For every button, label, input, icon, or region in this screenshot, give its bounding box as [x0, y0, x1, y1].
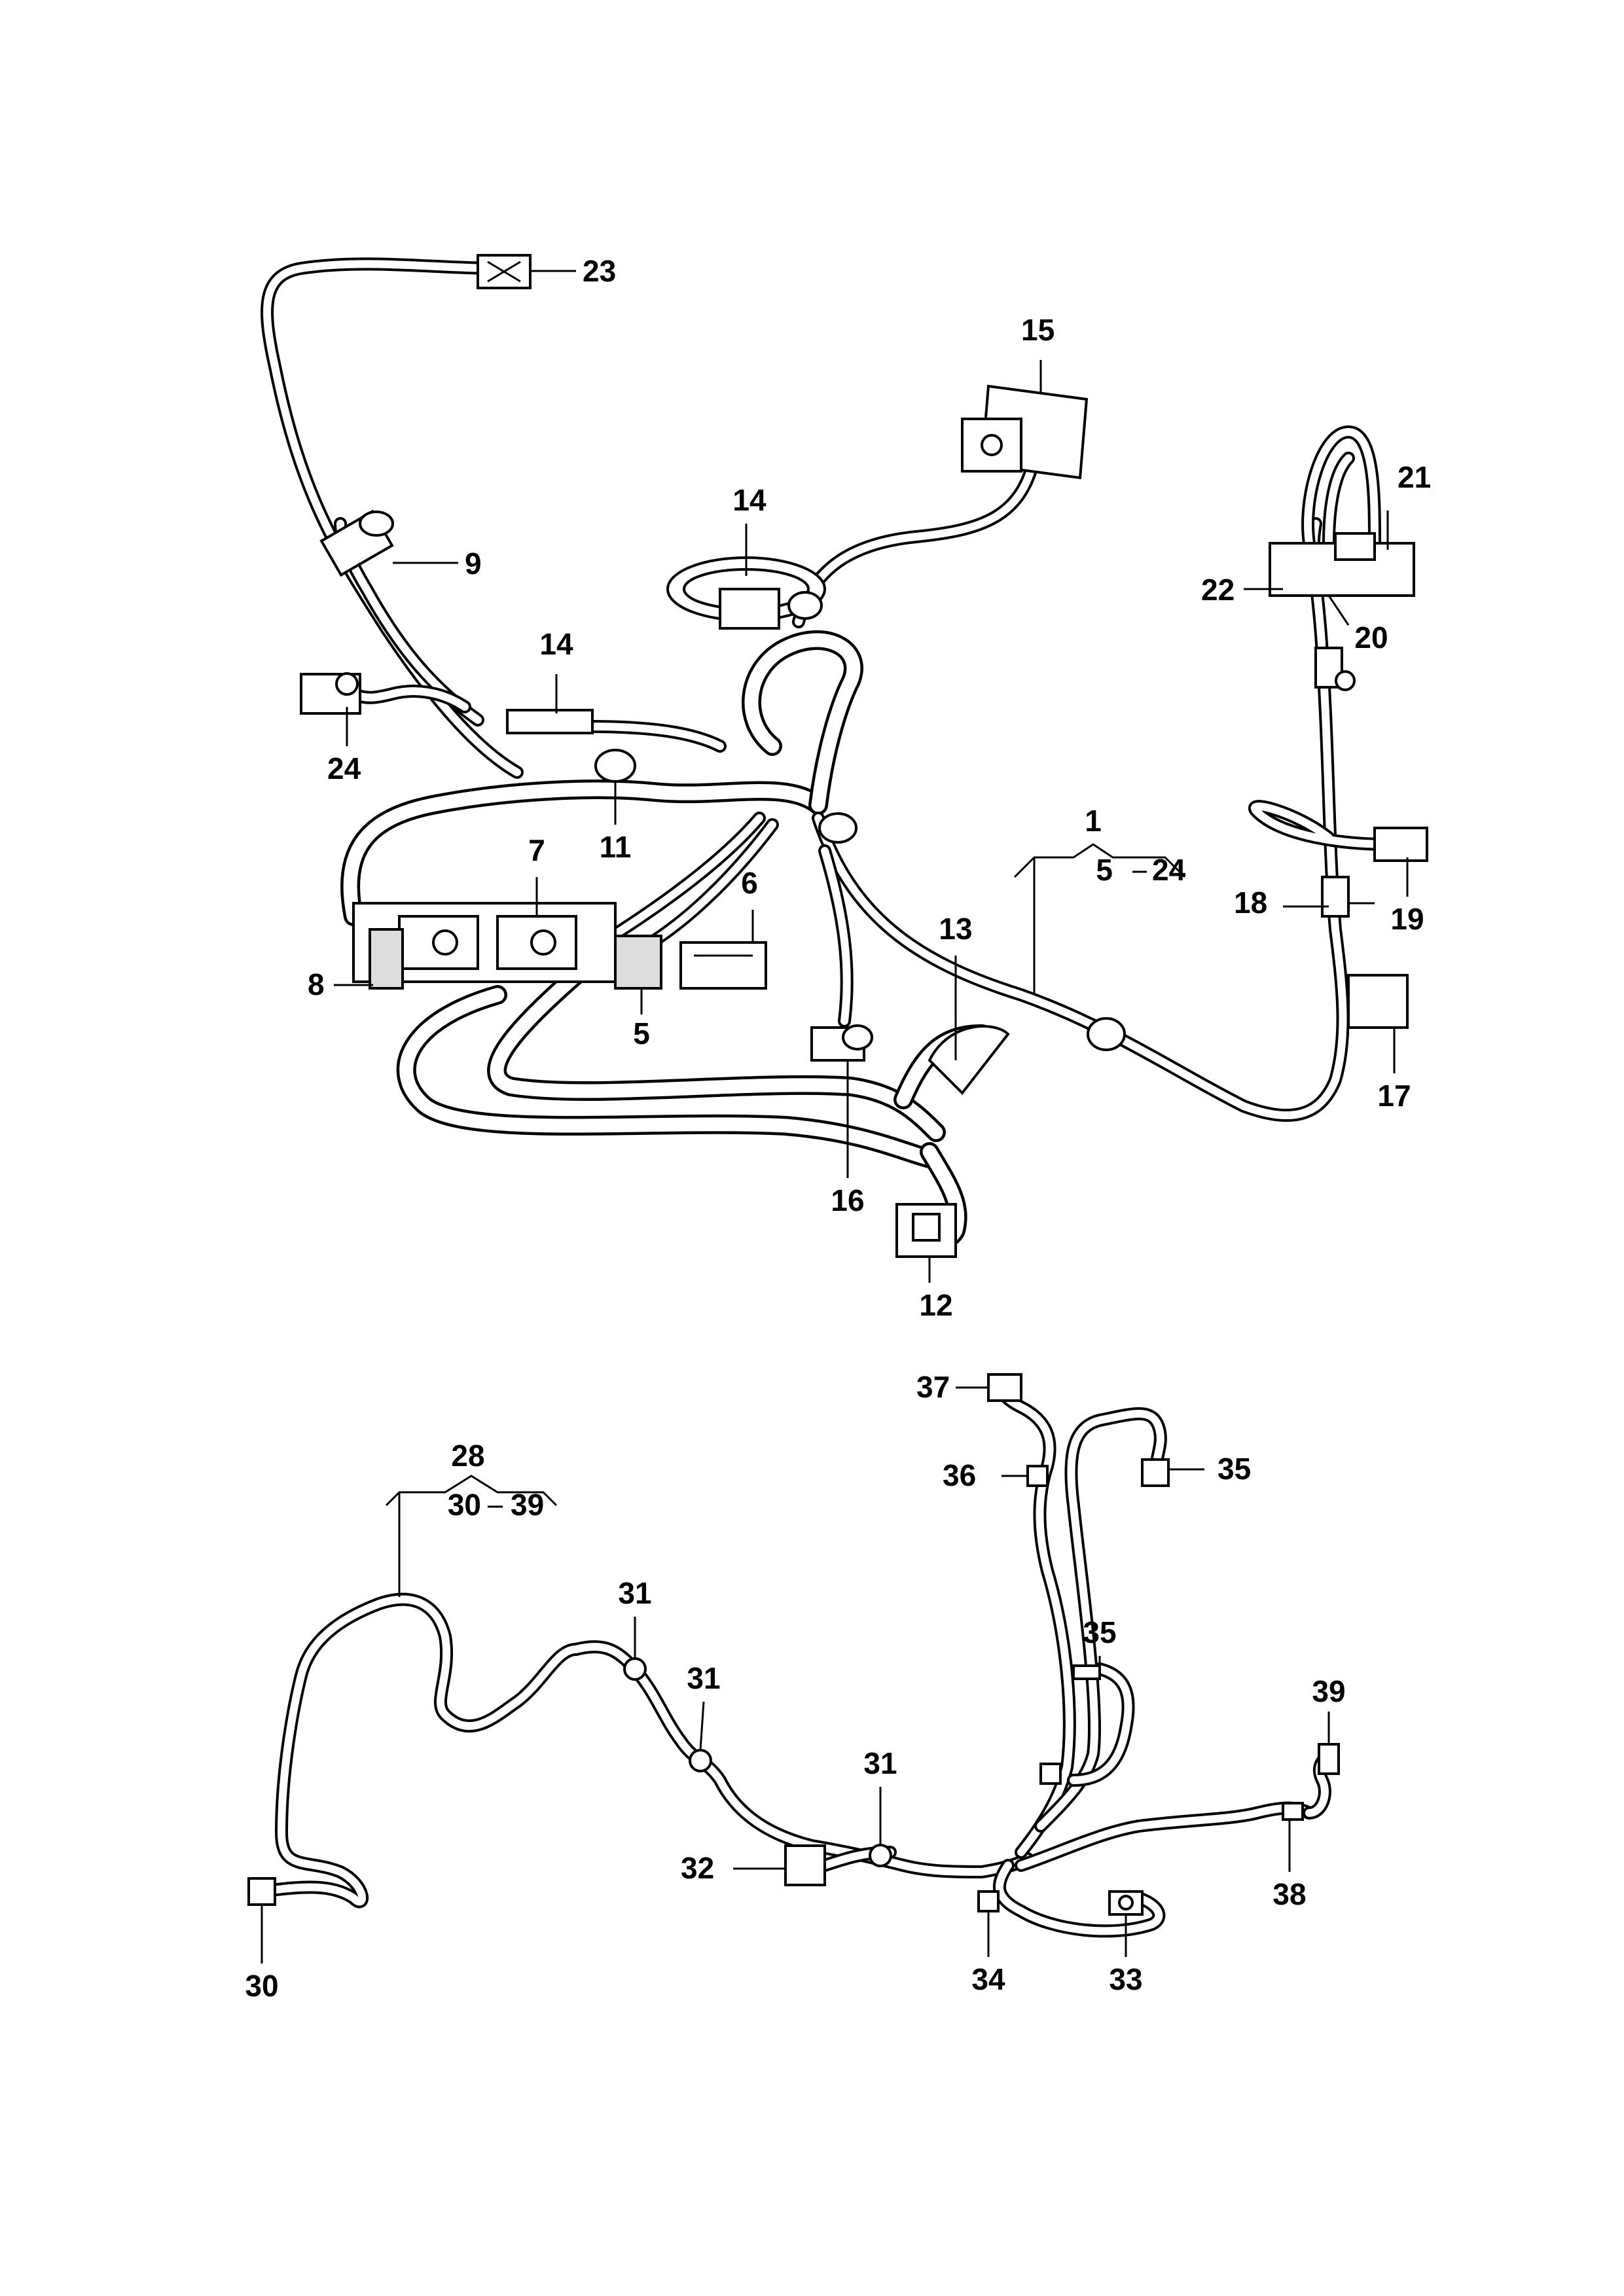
callout-22: 22 — [1201, 573, 1235, 607]
callout-31-c: 31 — [863, 1746, 897, 1780]
connector-8 — [369, 928, 404, 990]
grommet-14-upper — [666, 556, 826, 630]
callout-38: 38 — [1272, 1877, 1306, 1911]
clip-31-a — [623, 1657, 647, 1681]
callout-23: 23 — [583, 254, 616, 288]
sensor-14-lower — [506, 709, 594, 734]
callout-31-b: 31 — [687, 1661, 720, 1695]
callout-28: 28 — [451, 1439, 484, 1473]
connector-39 — [1318, 1743, 1340, 1775]
clip-center — [818, 812, 857, 844]
callout-8: 8 — [308, 967, 325, 1001]
connector-9 — [319, 509, 394, 577]
callout-34: 34 — [971, 1962, 1005, 1996]
connector-17 — [1347, 974, 1409, 1029]
callout-7: 7 — [528, 833, 545, 867]
callout-13: 13 — [939, 912, 972, 946]
clip-34 — [977, 1890, 1000, 1912]
connector-35-top — [1141, 1458, 1170, 1487]
callout-36: 36 — [943, 1458, 976, 1492]
callout-31-a: 31 — [618, 1576, 651, 1610]
connector-16 — [810, 1024, 873, 1062]
clip-31-c — [869, 1844, 892, 1867]
connector-32 — [784, 1844, 826, 1886]
callout-28-range-from: 30 — [448, 1488, 481, 1522]
callout-39: 39 — [1312, 1674, 1345, 1708]
clip-18 — [1321, 876, 1375, 918]
connector-33 — [1108, 1890, 1144, 1916]
callout-35-top: 35 — [1218, 1452, 1251, 1486]
connector-12 — [895, 1203, 957, 1258]
callout-19: 19 — [1390, 902, 1424, 936]
callout-33: 33 — [1109, 1962, 1142, 1996]
connector-38 — [1282, 1802, 1304, 1821]
leader-lines — [261, 270, 1409, 1964]
clip-20 — [1314, 647, 1356, 691]
callout-1-range-to: 24 — [1152, 853, 1186, 887]
callout-35-mid: 35 — [1083, 1615, 1116, 1649]
connector-24 — [300, 672, 361, 715]
callout-14-lower: 14 — [539, 627, 573, 661]
bracket-21-22 — [1269, 532, 1415, 597]
connector-6 — [679, 941, 767, 990]
callout-16: 16 — [831, 1183, 864, 1217]
clip-11 — [594, 749, 636, 783]
callout-17: 17 — [1377, 1079, 1411, 1113]
main-wiring-harness — [261, 257, 1394, 1250]
callout-20: 20 — [1354, 620, 1388, 655]
callout-18: 18 — [1234, 886, 1267, 920]
clip-36-b — [1039, 1763, 1062, 1785]
connector-19 — [1373, 827, 1428, 862]
callout-6: 6 — [741, 866, 758, 900]
callout-30: 30 — [245, 1969, 278, 2003]
callout-labels: 23 15 14 21 9 22 20 14 24 11 1 5 24 7 6 … — [245, 254, 1431, 2003]
callout-24: 24 — [327, 751, 361, 785]
connector-30 — [247, 1877, 276, 1906]
callout-1: 1 — [1085, 804, 1102, 838]
callout-1-range-from: 5 — [1096, 853, 1113, 887]
holder-13 — [928, 1025, 1010, 1096]
connector-37 — [987, 1373, 1022, 1402]
connector-5 — [614, 935, 662, 990]
callout-12: 12 — [919, 1288, 952, 1322]
callout-28-range-to: 39 — [511, 1488, 544, 1522]
relay-15 — [961, 384, 1089, 480]
clip-36 — [1026, 1465, 1049, 1487]
clip-31-b — [689, 1749, 712, 1772]
callout-5: 5 — [633, 1016, 650, 1050]
clip-harness-1 — [1087, 1017, 1126, 1051]
callout-21: 21 — [1398, 460, 1431, 494]
callout-14-upper: 14 — [732, 483, 767, 517]
connector-35-mid — [1072, 1664, 1101, 1680]
connector-23 — [477, 254, 532, 289]
callout-11: 11 — [600, 830, 632, 864]
callout-37: 37 — [916, 1370, 950, 1404]
callout-32: 32 — [681, 1851, 714, 1885]
callout-15: 15 — [1021, 313, 1055, 347]
callout-9: 9 — [465, 547, 482, 581]
